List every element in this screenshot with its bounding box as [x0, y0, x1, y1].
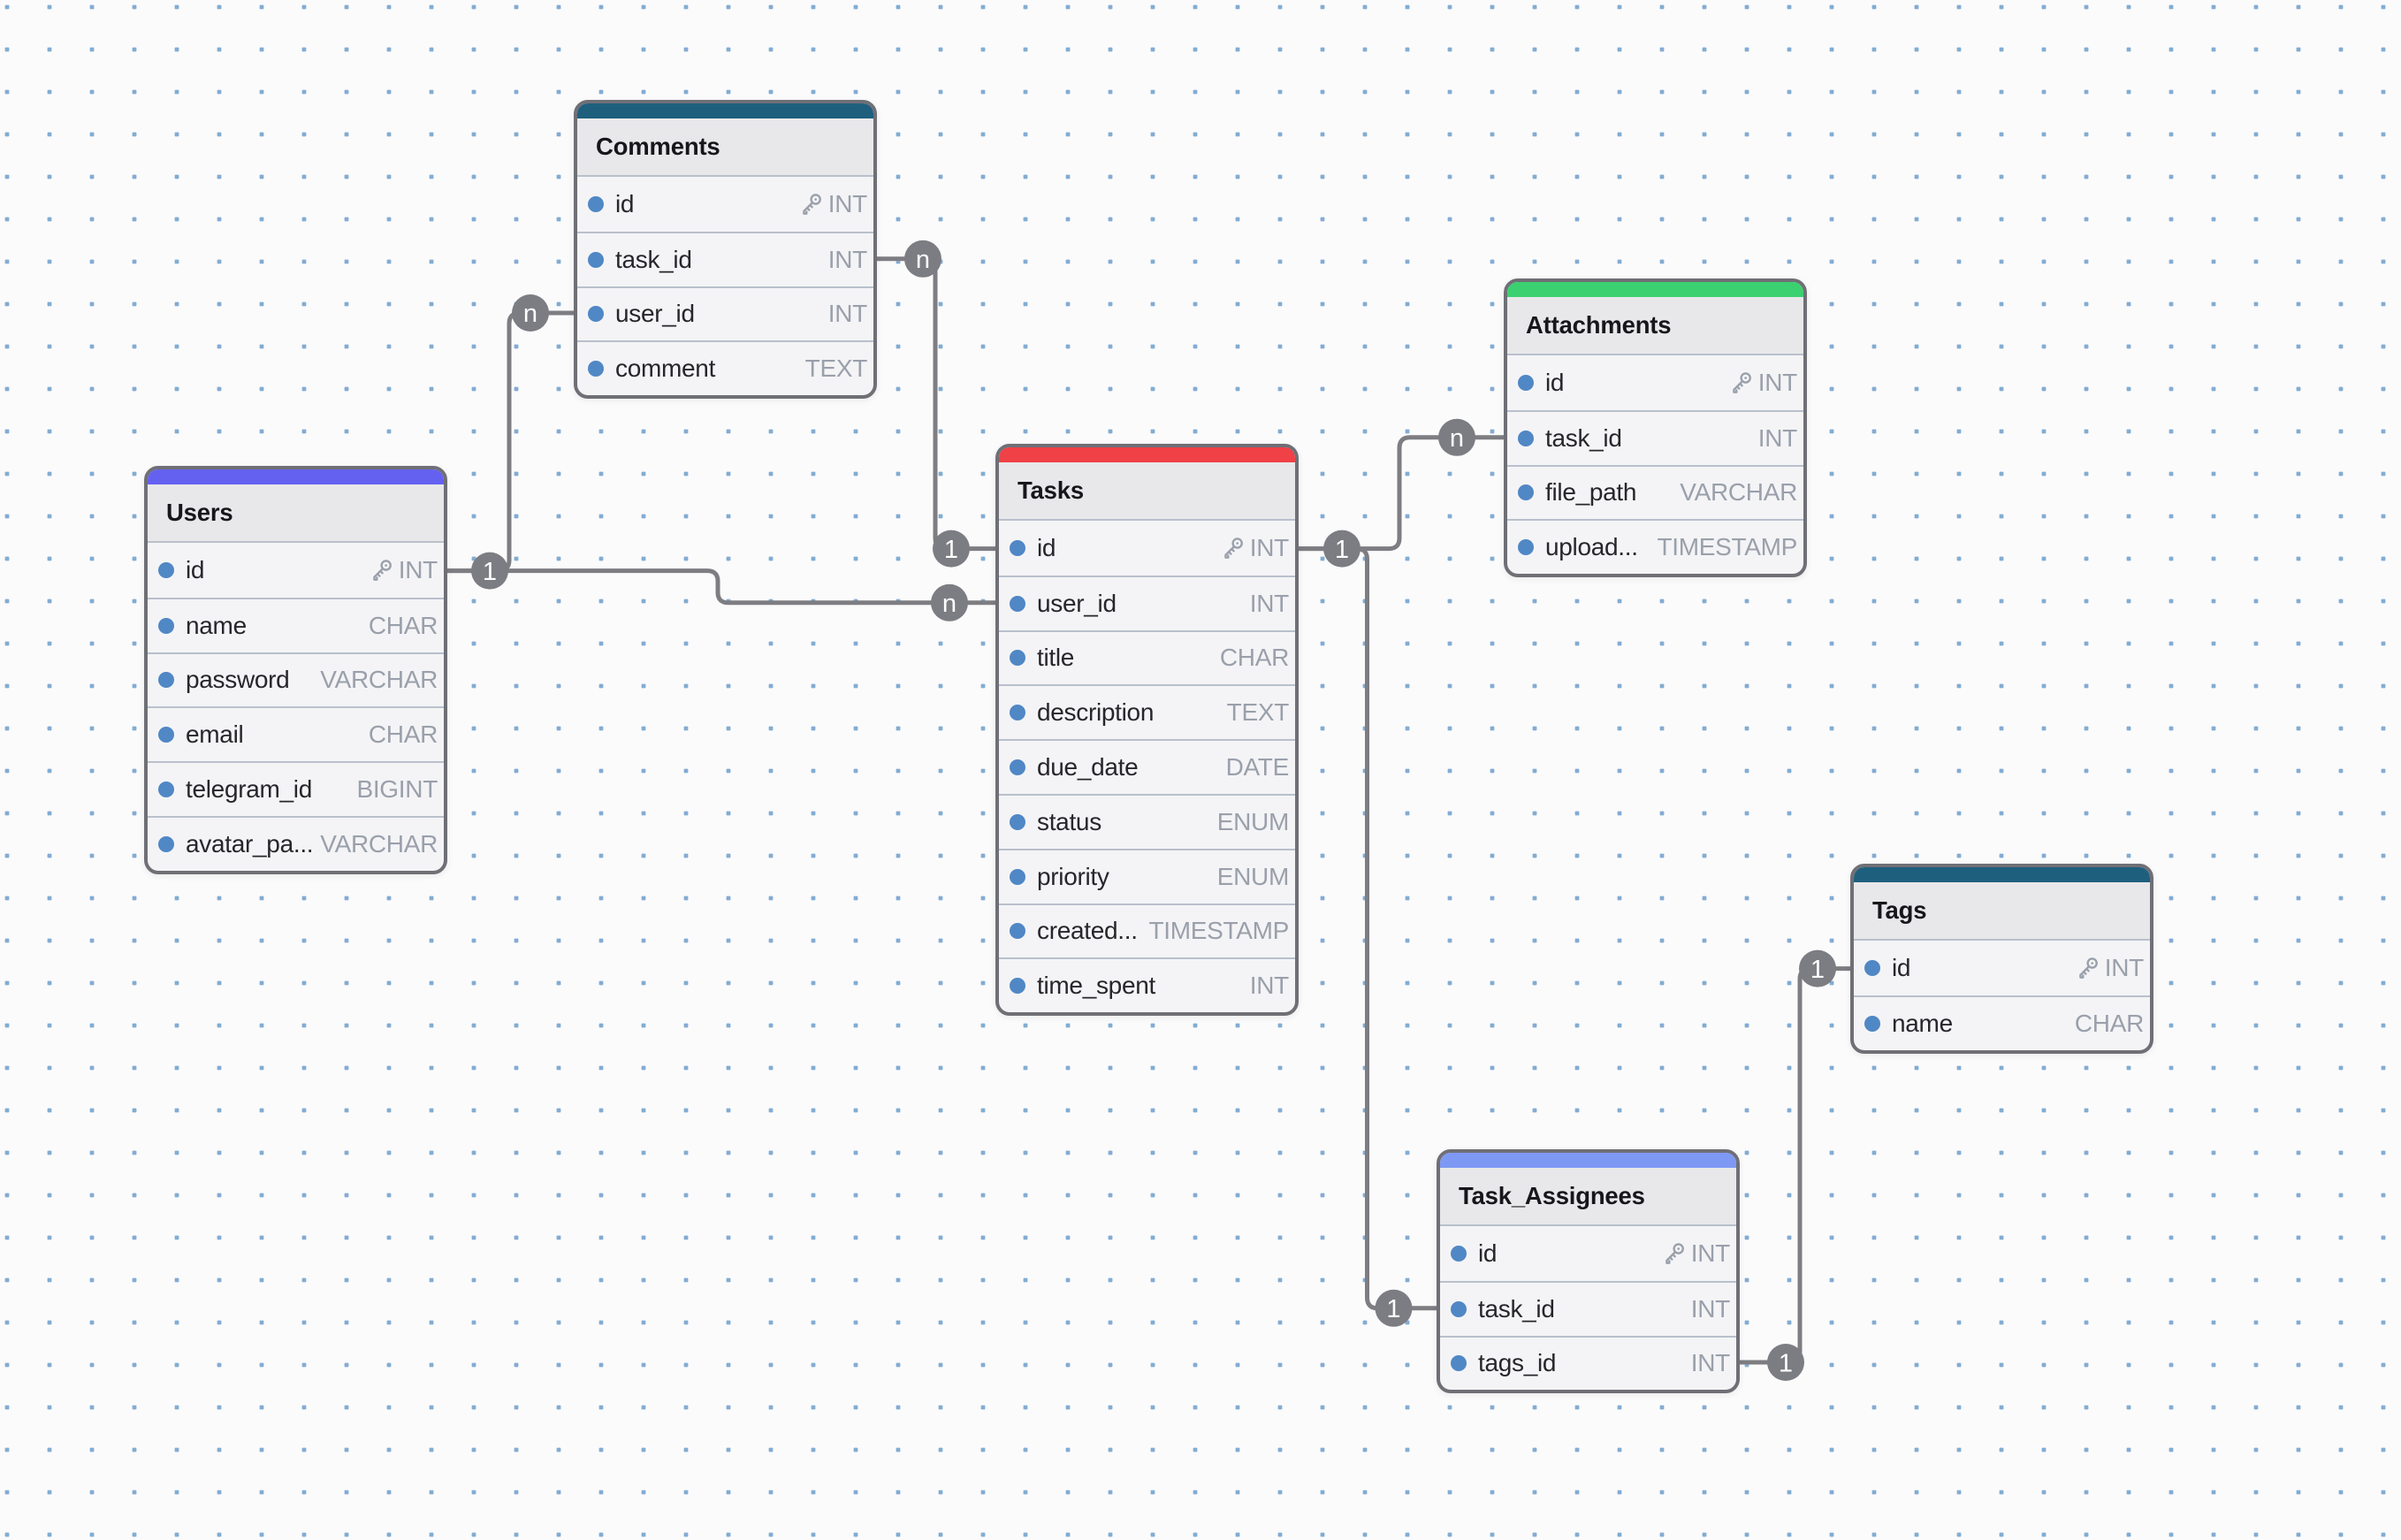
svg-text:n: n: [942, 590, 957, 618]
svg-text:1: 1: [1386, 1295, 1400, 1323]
svg-text:1: 1: [1810, 956, 1825, 984]
svg-text:1: 1: [1779, 1350, 1793, 1378]
svg-text:n: n: [1450, 424, 1464, 453]
svg-text:1: 1: [1335, 536, 1349, 564]
svg-text:n: n: [523, 300, 537, 328]
svg-text:1: 1: [483, 558, 497, 586]
svg-text:1: 1: [944, 536, 958, 564]
svg-text:n: n: [916, 246, 930, 274]
